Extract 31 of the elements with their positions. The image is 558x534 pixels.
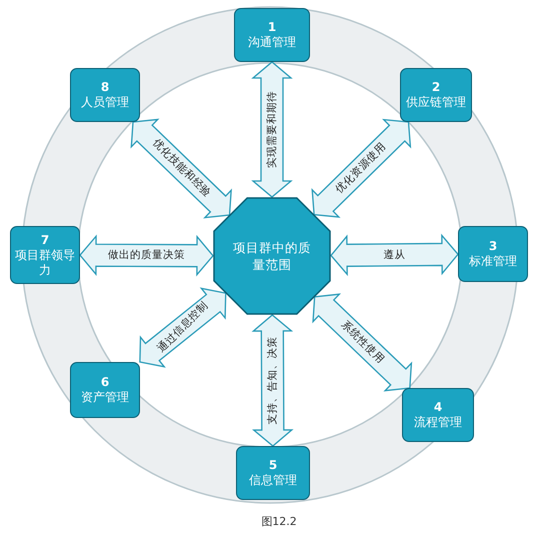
node-title: 人员管理	[81, 95, 129, 110]
node-number: 7	[40, 232, 50, 248]
process-box	[70, 362, 140, 418]
node-number: 2	[432, 80, 440, 95]
process-box	[402, 388, 474, 442]
node-number: 1	[268, 20, 276, 35]
node-number: 4	[434, 400, 442, 415]
node-number: 5	[268, 458, 278, 473]
process-box	[10, 226, 80, 284]
double-arrow	[330, 234, 459, 276]
edge-label: 支持、告知、决策	[266, 336, 279, 426]
process-box	[458, 226, 528, 282]
edge-label: 做出的质量决策	[107, 249, 186, 262]
process-box	[236, 446, 310, 500]
node-title: 供应链管理	[406, 95, 466, 110]
process-box	[400, 68, 472, 122]
node-title: 沟通管理	[248, 35, 296, 50]
process-box	[234, 8, 310, 62]
node-title: 流程管理	[414, 415, 462, 430]
scope-octagon	[213, 197, 331, 315]
node-title: 资产管理	[81, 390, 129, 405]
node-number: 8	[100, 80, 110, 95]
process-box	[70, 68, 140, 122]
node-number: 3	[488, 239, 498, 254]
node-title: 标准管理	[469, 254, 517, 269]
node-title: 项目群中的质量范围	[233, 238, 311, 274]
node-title: 信息管理	[249, 473, 297, 488]
figure-caption: 图12.2	[260, 514, 298, 529]
node-number: 6	[100, 375, 110, 390]
edge-label: 实现需要和期待	[266, 90, 278, 169]
node-title: 项目群领导力	[14, 248, 76, 278]
